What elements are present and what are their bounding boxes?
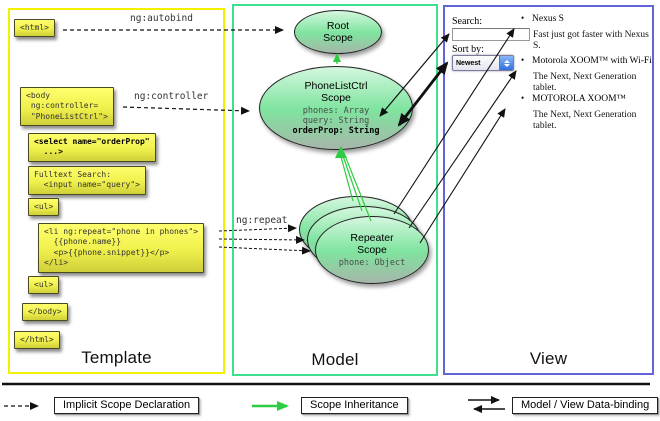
code-ul-close: <ul> xyxy=(28,276,60,295)
repeater-scope-title: Repeater Scope xyxy=(350,231,394,256)
ng-controller-label: ng:controller xyxy=(134,91,209,102)
legend-scope-inheritance: Scope Inheritance xyxy=(301,397,408,414)
phone-list-item: • MOTOROLA XOOM™ The Next, Next Generatio… xyxy=(521,93,653,133)
code-html-open: <html> xyxy=(14,19,55,38)
template-panel-label: Template xyxy=(81,348,152,367)
phonelistctrl-scope-ellipse: PhoneListCtrl Scope phones: Array query:… xyxy=(259,66,413,150)
phonelistctrl-scope-props: phones: Array query: String xyxy=(302,105,370,126)
code-ul-open: <ul> xyxy=(28,198,60,217)
legend-implicit-scope: Implicit Scope Declaration xyxy=(54,397,200,414)
code-fulltext-search: Fulltext Search: <input name="query"> xyxy=(28,166,146,195)
sort-dropdown[interactable]: Newest xyxy=(452,55,514,71)
phone-list-item: • Nexus S Fast just got faster with Nexus… xyxy=(521,13,653,53)
phone-title: Motorola XOOM™ with Wi-Fi xyxy=(532,56,652,66)
phonelistctrl-scope-title: PhoneListCtrl Scope xyxy=(304,79,368,104)
ng-repeat-label: ng:repeat xyxy=(236,215,288,226)
sort-dropdown-value: Newest xyxy=(456,59,481,67)
phone-desc: The Next, Next Generation tablet. xyxy=(533,110,637,132)
legend-databinding: Model / View Data-binding xyxy=(512,397,659,414)
phone-title: MOTOROLA XOOM™ xyxy=(532,94,626,104)
phone-desc: The Next, Next Generation tablet. xyxy=(533,72,637,94)
search-label: Search: xyxy=(452,16,482,27)
ng-autobind-label: ng:autobind xyxy=(130,13,193,24)
search-input[interactable] xyxy=(452,28,530,41)
repeater-scope-prop: phone: Object xyxy=(338,257,406,268)
model-panel: Model xyxy=(232,4,438,376)
phone-title: Nexus S xyxy=(532,14,564,24)
root-scope-ellipse: Root Scope xyxy=(294,10,382,54)
sort-by-label: Sort by: xyxy=(452,44,484,55)
model-panel-label: Model xyxy=(311,350,359,369)
code-body-open: <body ng:controller= "PhoneListCtrl"> xyxy=(20,87,114,127)
phonelistctrl-scope-orderprop: orderProp: String xyxy=(292,126,380,137)
bullet-icon: • xyxy=(521,13,525,23)
code-select: <select name="orderProp" ...> xyxy=(28,133,156,162)
repeater-scope-ellipse: Repeater Scope phone: Object xyxy=(315,216,429,284)
code-html-close: </html> xyxy=(14,331,60,350)
bullet-icon: • xyxy=(521,93,525,103)
bullet-icon: • xyxy=(521,55,525,65)
code-body-close: </body> xyxy=(22,303,68,322)
phone-desc: Fast just got faster with Nexus S. xyxy=(533,30,649,52)
code-li-repeat: <li ng:repeat="phone in phones"> {{phone… xyxy=(38,223,205,273)
phone-list-item: • Motorola XOOM™ with Wi-Fi The Next, Nex… xyxy=(521,55,653,95)
root-scope-title: Root Scope xyxy=(323,19,353,44)
view-panel-label: View xyxy=(529,349,568,368)
dropdown-stepper-icon xyxy=(499,56,513,70)
